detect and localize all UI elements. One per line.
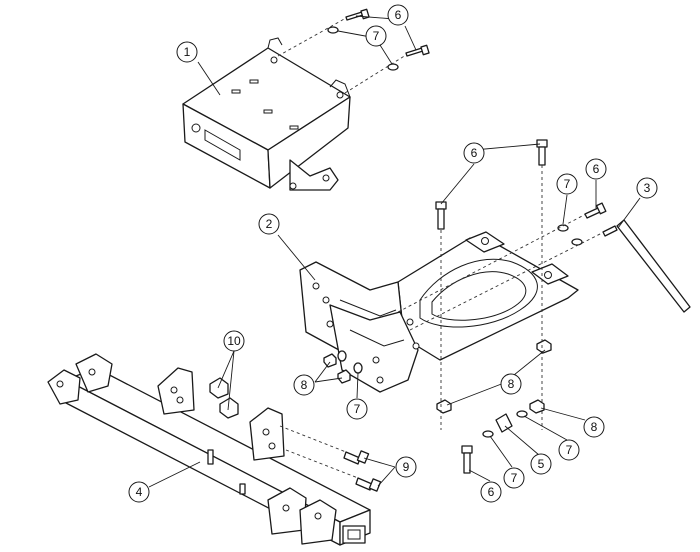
loose-hardware [461,399,545,474]
callout-8-mid: 8 [500,373,522,395]
callout-9-label: 9 [403,460,410,474]
callout-7-lower-label: 7 [511,471,518,485]
callout-4-label: 3 [644,181,651,195]
box-bracket-part [182,37,351,191]
callout-7-right: 7 [556,173,578,195]
mount-plate-hardware [323,139,618,430]
callout-6-plate-label: 6 [471,146,478,160]
callout-6-lower: 6 [480,481,502,503]
callout-3: 1 [176,41,198,63]
box-bracket-hardware [277,8,430,94]
callout-2: 2 [258,213,280,235]
callout-1-label: 4 [136,485,143,499]
callout-6-right-label: 6 [593,162,600,176]
callout-8-left: 8 [293,374,315,396]
callout-5-label: 5 [538,457,545,471]
callout-5: 5 [530,453,552,475]
callout-7-left-label: 7 [354,402,361,416]
tube-frame-hardware [279,425,382,492]
mount-plate-part [299,231,579,393]
callout-7-box: 7 [365,25,387,47]
callout-8-right: 8 [583,416,605,438]
callout-7-lower-right: 7 [558,439,580,461]
callout-7-right-label: 7 [564,177,571,191]
callout-7-left: 7 [346,398,368,420]
callout-6-box: 6 [387,4,409,26]
callout-10-label: 10 [227,334,241,348]
callout-7-lower: 7 [503,467,525,489]
callout-8-right-label: 8 [591,420,598,434]
callout-6-plate: 6 [463,142,485,164]
callout-8-mid-label: 8 [508,377,515,391]
tube-frame-part [47,353,371,546]
leader-lines [148,15,641,488]
callout-4: 3 [636,177,658,199]
callout-6-right: 6 [585,158,607,180]
callout-1: 4 [128,481,150,503]
callout-6-box-label: 6 [395,8,402,22]
callout-10: 10 [223,330,245,352]
callout-3-label: 1 [184,45,191,59]
callout-7-box-label: 7 [373,29,380,43]
callout-6-lower-label: 6 [488,485,495,499]
hex-key-part [616,219,691,313]
callout-9: 9 [395,456,417,478]
callout-7-lower-right-label: 7 [566,443,573,457]
callout-2-label: 2 [266,217,273,231]
callout-8-left-label: 8 [301,378,308,392]
